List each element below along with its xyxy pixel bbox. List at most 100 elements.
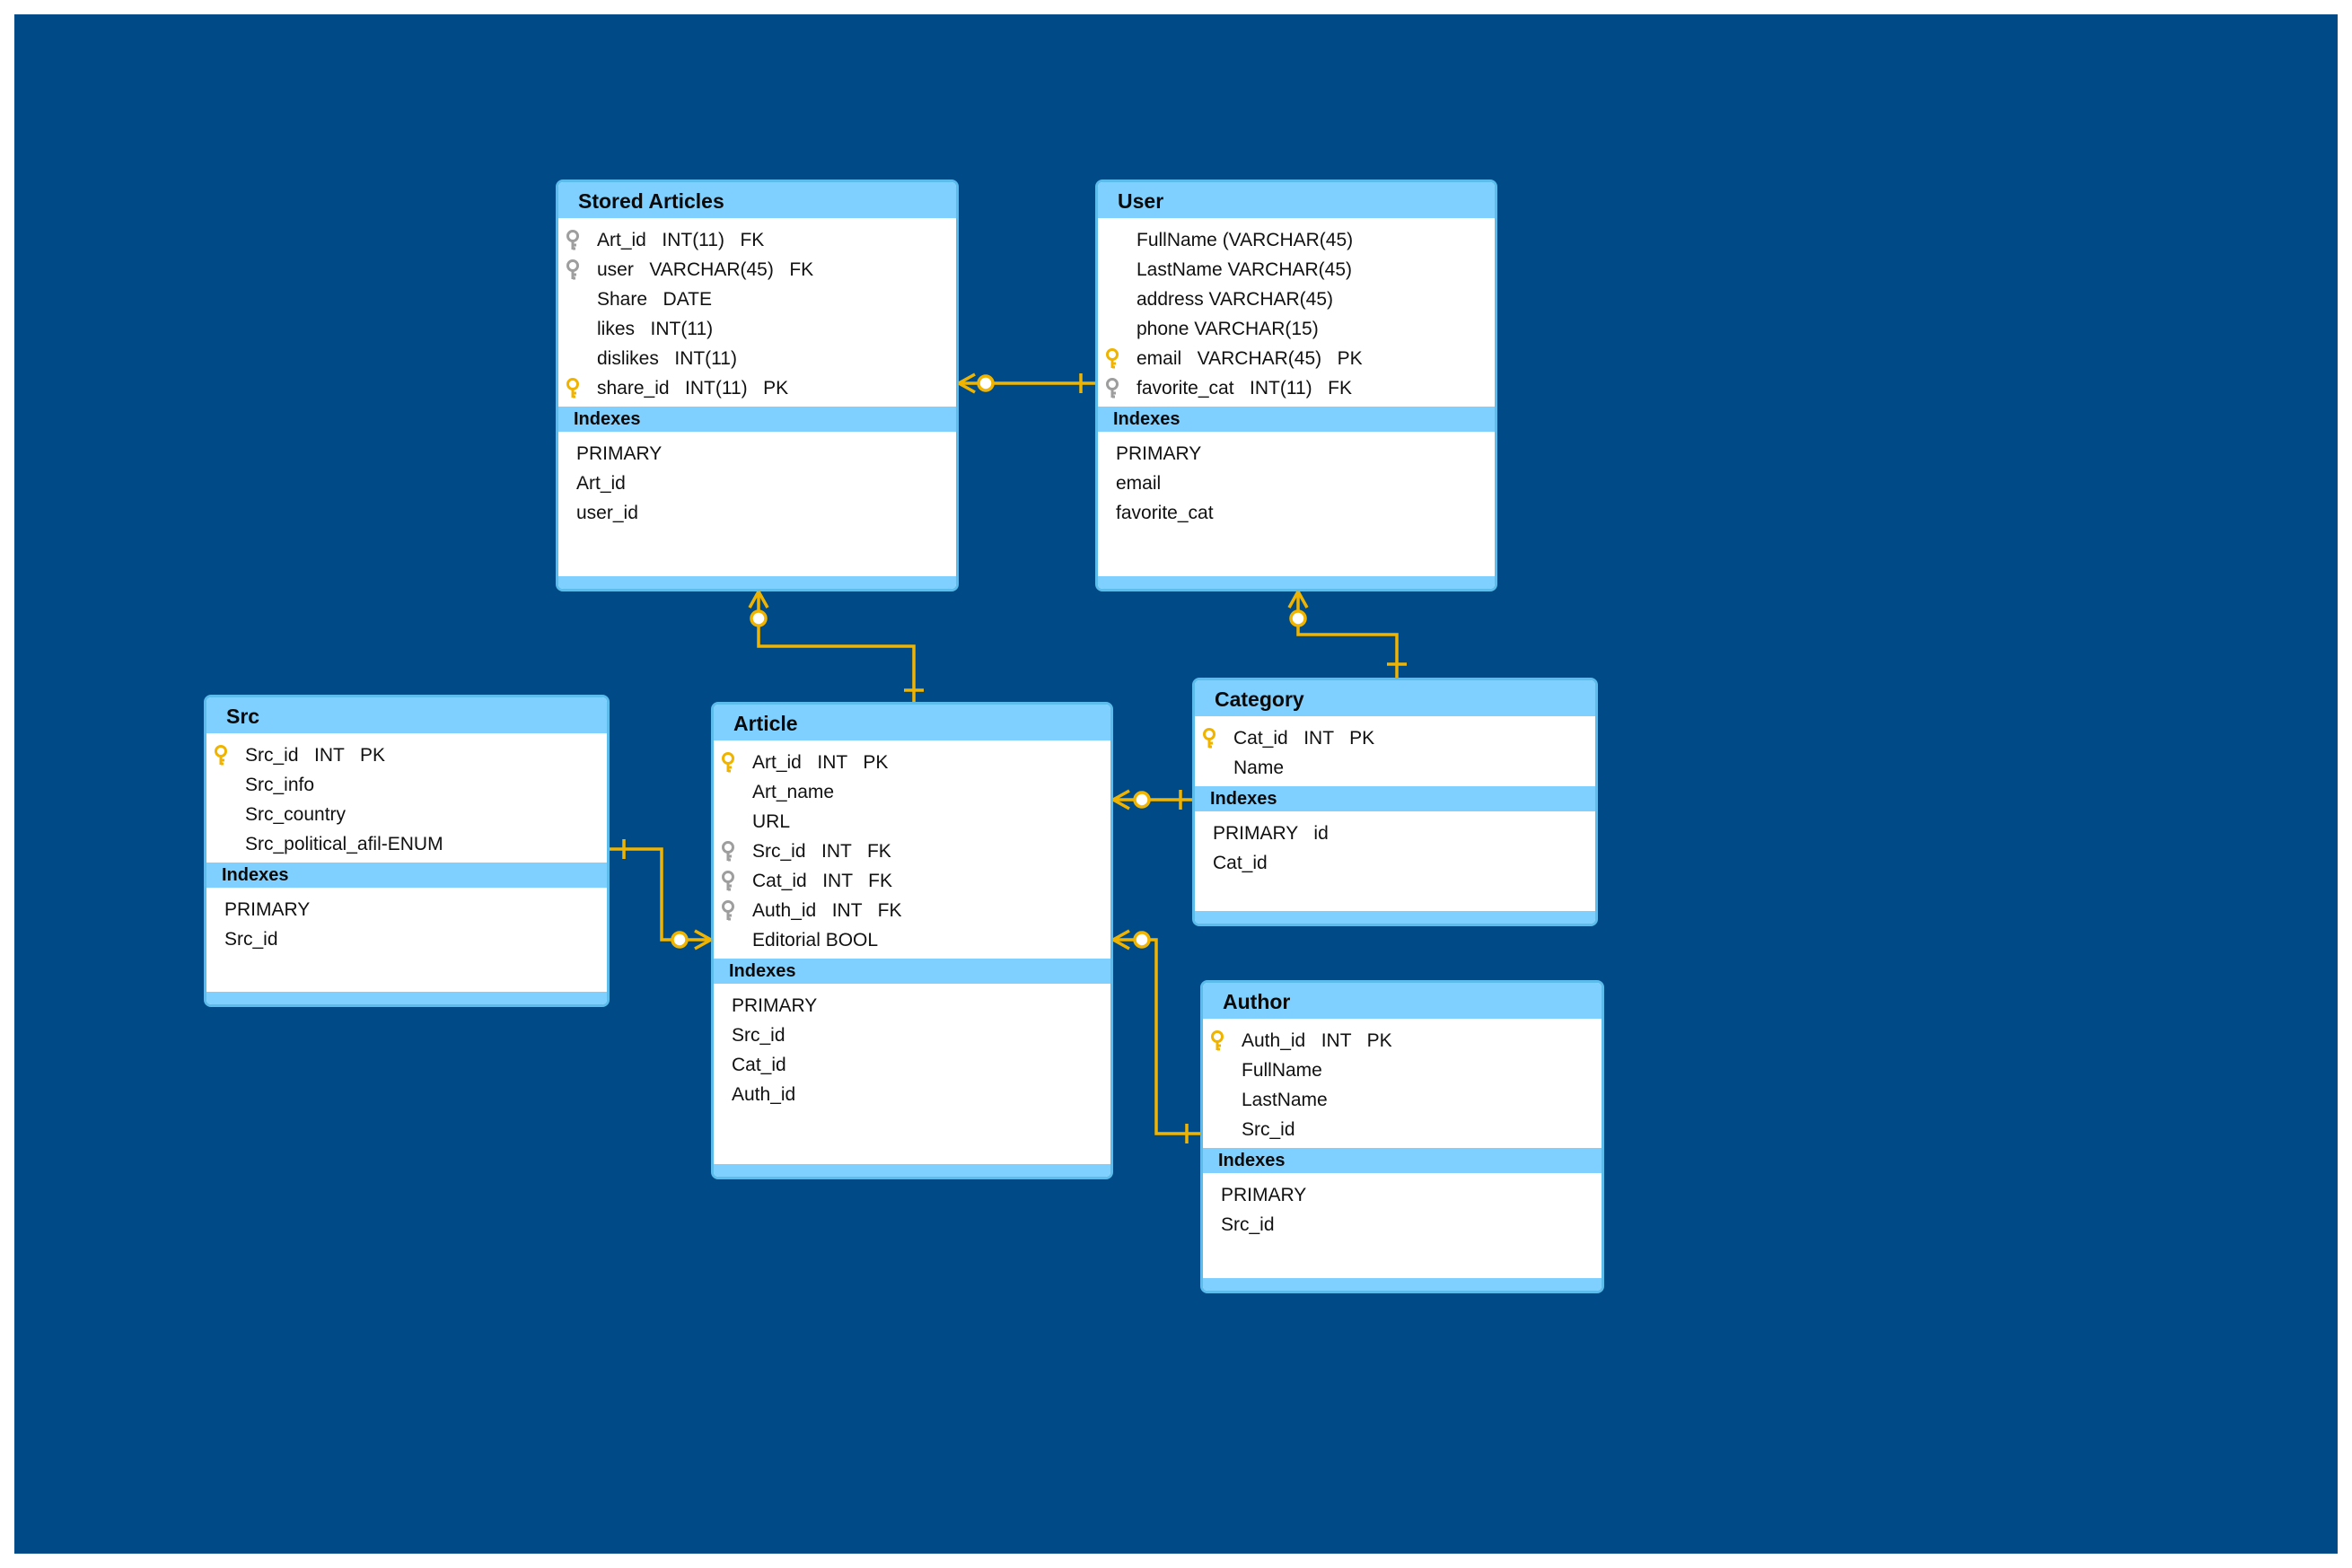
table-title[interactable]: Stored Articles bbox=[558, 182, 956, 218]
index-row[interactable]: Src_id bbox=[206, 924, 607, 954]
indexes-header[interactable]: Indexes bbox=[1098, 407, 1495, 432]
column-row[interactable]: Src_country bbox=[206, 800, 607, 829]
column-label: user VARCHAR(45) FK bbox=[597, 259, 814, 280]
table-title[interactable]: Author bbox=[1203, 983, 1602, 1019]
column-row[interactable]: likes INT(11) bbox=[558, 314, 956, 344]
column-label: dislikes INT(11) bbox=[597, 348, 737, 369]
column-label: Art_name bbox=[752, 782, 835, 802]
indexes-header[interactable]: Indexes bbox=[1203, 1148, 1602, 1173]
column-row[interactable]: Src_id INT FK bbox=[714, 837, 1110, 866]
index-row[interactable]: Src_id bbox=[1203, 1210, 1602, 1240]
index-label: Auth_id bbox=[732, 1084, 796, 1105]
indexes-header[interactable]: Indexes bbox=[714, 959, 1110, 984]
column-row[interactable]: Src_id INT PK bbox=[206, 740, 607, 770]
index-row[interactable]: Cat_id bbox=[714, 1050, 1110, 1080]
column-row[interactable]: Auth_id INT PK bbox=[1203, 1026, 1602, 1056]
index-row[interactable]: PRIMARY bbox=[206, 895, 607, 924]
index-row[interactable]: Cat_id bbox=[1195, 848, 1595, 878]
column-row[interactable]: email VARCHAR(45) PK bbox=[1098, 344, 1495, 373]
fk-key-icon bbox=[720, 841, 736, 863]
index-list: PRIMARY Src_id bbox=[206, 888, 607, 954]
index-row[interactable]: Src_id bbox=[714, 1021, 1110, 1050]
column-label: LastName VARCHAR(45) bbox=[1137, 259, 1353, 280]
column-row[interactable]: FullName bbox=[1203, 1056, 1602, 1085]
table-title[interactable]: Article bbox=[714, 705, 1110, 740]
indexes-header[interactable]: Indexes bbox=[1195, 786, 1595, 811]
index-row[interactable]: PRIMARY id bbox=[1195, 819, 1595, 848]
column-row[interactable]: Editorial BOOL bbox=[714, 925, 1110, 955]
column-row[interactable]: FullName (VARCHAR(45) bbox=[1098, 225, 1495, 255]
column-row[interactable]: Art_name bbox=[714, 777, 1110, 807]
column-row[interactable]: Name bbox=[1195, 753, 1595, 783]
index-label: PRIMARY bbox=[1221, 1185, 1307, 1205]
column-row[interactable]: Cat_id INT FK bbox=[714, 866, 1110, 896]
column-row[interactable]: Auth_id INT FK bbox=[714, 896, 1110, 925]
table-footer bbox=[1203, 1278, 1602, 1291]
column-label: LastName bbox=[1242, 1090, 1328, 1110]
column-label: email VARCHAR(45) PK bbox=[1137, 348, 1363, 369]
column-label: URL bbox=[752, 811, 791, 832]
index-row[interactable]: favorite_cat bbox=[1098, 498, 1495, 528]
indexes-header[interactable]: Indexes bbox=[206, 863, 607, 888]
table-stored-articles[interactable]: Stored Articles Art_id INT(11) FK user VA… bbox=[556, 180, 959, 591]
column-row[interactable]: dislikes INT(11) bbox=[558, 344, 956, 373]
pk-key-icon bbox=[213, 745, 229, 766]
index-label: Src_id bbox=[732, 1025, 785, 1046]
index-row[interactable]: PRIMARY bbox=[714, 991, 1110, 1021]
column-row[interactable]: Src_info bbox=[206, 770, 607, 800]
index-row[interactable]: PRIMARY bbox=[1203, 1180, 1602, 1210]
indexes-header[interactable]: Indexes bbox=[558, 407, 956, 432]
pk-key-icon bbox=[565, 378, 581, 399]
column-row[interactable]: Src_id bbox=[1203, 1115, 1602, 1144]
column-row[interactable]: share_id INT(11) PK bbox=[558, 373, 956, 403]
column-label: favorite_cat INT(11) FK bbox=[1137, 378, 1353, 399]
table-user[interactable]: User FullName (VARCHAR(45) LastName VARCH… bbox=[1095, 180, 1497, 591]
table-title[interactable]: Category bbox=[1195, 680, 1595, 716]
index-list: PRIMARY Src_id bbox=[1203, 1173, 1602, 1240]
index-label: Cat_id bbox=[732, 1055, 786, 1075]
index-row[interactable]: Art_id bbox=[558, 469, 956, 498]
column-label: share_id INT(11) PK bbox=[597, 378, 789, 399]
column-row[interactable]: Src_political_afil-ENUM bbox=[206, 829, 607, 859]
table-title[interactable]: User bbox=[1098, 182, 1495, 218]
pk-key-icon bbox=[1209, 1030, 1225, 1052]
table-category[interactable]: Category Cat_id INT PK Name Indexes PRIMA… bbox=[1192, 678, 1598, 926]
column-label: Share DATE bbox=[597, 289, 712, 310]
index-label: PRIMARY bbox=[224, 899, 311, 920]
index-label: PRIMARY bbox=[576, 443, 663, 464]
fk-key-icon bbox=[565, 259, 581, 281]
column-row[interactable]: favorite_cat INT(11) FK bbox=[1098, 373, 1495, 403]
column-row[interactable]: URL bbox=[714, 807, 1110, 837]
index-row[interactable]: PRIMARY bbox=[558, 439, 956, 469]
column-row[interactable]: Art_id INT(11) FK bbox=[558, 225, 956, 255]
index-label: PRIMARY id bbox=[1213, 823, 1329, 844]
column-row[interactable]: LastName bbox=[1203, 1085, 1602, 1115]
index-row[interactable]: user_id bbox=[558, 498, 956, 528]
index-row[interactable]: email bbox=[1098, 469, 1495, 498]
index-label: Src_id bbox=[224, 929, 278, 950]
column-label: likes INT(11) bbox=[597, 319, 714, 339]
pk-key-icon bbox=[1201, 728, 1217, 749]
index-list: PRIMARY id Cat_id bbox=[1195, 811, 1595, 878]
index-label: PRIMARY bbox=[732, 995, 818, 1016]
column-list: Art_id INT(11) FK user VARCHAR(45) FK Shar… bbox=[558, 218, 956, 403]
column-row[interactable]: Art_id INT PK bbox=[714, 748, 1110, 777]
fk-key-icon bbox=[720, 871, 736, 892]
index-label: PRIMARY bbox=[1116, 443, 1202, 464]
column-row[interactable]: phone VARCHAR(15) bbox=[1098, 314, 1495, 344]
column-label: Name bbox=[1233, 758, 1285, 778]
column-row[interactable]: LastName VARCHAR(45) bbox=[1098, 255, 1495, 285]
index-row[interactable]: PRIMARY bbox=[1098, 439, 1495, 469]
column-row[interactable]: Share DATE bbox=[558, 285, 956, 314]
column-row[interactable]: user VARCHAR(45) FK bbox=[558, 255, 956, 285]
column-row[interactable]: address VARCHAR(45) bbox=[1098, 285, 1495, 314]
index-row[interactable]: Auth_id bbox=[714, 1080, 1110, 1109]
index-label: Cat_id bbox=[1213, 853, 1268, 873]
table-title[interactable]: Src bbox=[206, 697, 607, 733]
column-label: Src_country bbox=[245, 804, 347, 825]
column-row[interactable]: Cat_id INT PK bbox=[1195, 723, 1595, 753]
